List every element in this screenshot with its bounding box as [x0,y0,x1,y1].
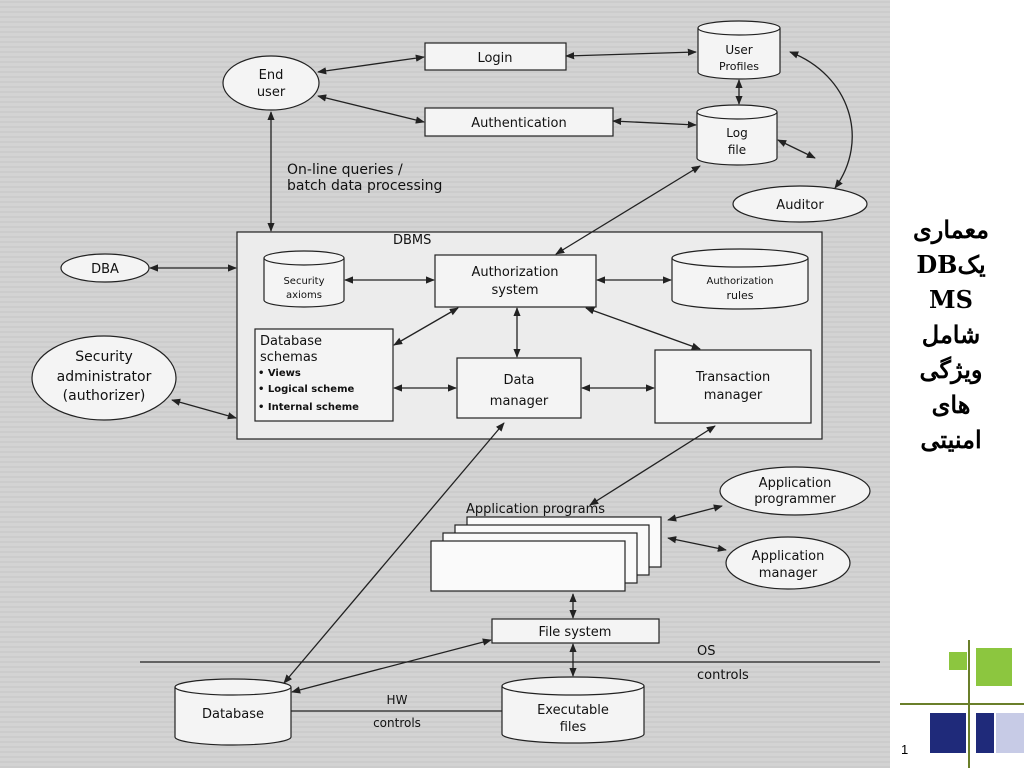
dbms-security-architecture-diagram: DBMS End user Login Authentication User … [31,20,880,746]
data-manager-line-2: manager [490,394,549,409]
security-axioms-line-1: Security [283,276,324,287]
os-label: OS [697,644,715,659]
application-programmer-node [719,466,871,516]
transaction-manager-line-1: Transaction [695,370,770,385]
schema-item-logical: • Logical scheme [258,384,354,395]
database-store [174,678,292,746]
page-number: 1 [901,742,909,757]
slide-title: معماری یکDB MS شامل ویژگی های امنیتی [892,212,1010,457]
authorization-system-line-1: Authorization [471,265,558,280]
end-user-node [222,55,320,111]
executable-files-line-1: Executable [537,703,609,718]
slide-title-line-3: MS [929,285,973,314]
slide-title-line-6: های [931,390,971,419]
decor-square-green-large [976,648,1012,686]
security-admin-line-1: Security [75,349,133,365]
database-label: Database [202,707,264,722]
executable-files-line-2: files [560,720,587,735]
auditor-label: Auditor [776,198,824,213]
slide-title-line-7: امنیتی [920,425,982,454]
application-manager-line-1: Application [752,549,825,564]
transaction-manager-line-2: manager [704,388,763,403]
hw-label: HW [387,693,408,707]
data-manager-line-1: Data [503,373,534,388]
file-system-label: File system [539,625,612,640]
dba-label: DBA [91,262,119,277]
decor-square-light [996,713,1024,753]
end-user-line-1: End [259,68,284,83]
log-file-line-2: file [728,143,746,157]
application-programs-label: Application programs [466,502,605,517]
schema-item-internal: • Internal scheme [258,402,359,413]
transaction-manager-box [654,349,812,424]
os-controls-label: controls [697,668,749,683]
authorization-system-box [434,254,597,308]
slide-title-line-2: یکDB [916,250,986,279]
dba-node [60,253,150,283]
queries-label-line-2: batch data processing [287,178,442,194]
user-profiles-line-1: User [725,43,752,57]
slide-title-line-1: معماری [913,215,989,244]
slide-title-line-4: شامل [921,320,981,349]
security-axioms-line-2: axioms [286,290,322,301]
decor-square-navy-left [930,713,966,753]
end-user-line-2: user [257,85,286,100]
slide-title-line-5: ویژگی [919,355,983,384]
file-system-box [491,618,660,644]
security-admin-line-2: administrator [57,369,152,385]
database-schemas-box [254,328,394,422]
decor-square-green-small [949,652,967,670]
security-administrator-node [31,335,177,421]
application-programmer-line-1: Application [759,476,832,491]
connector-arrows [149,48,853,694]
authorization-rules-store [671,248,809,310]
database-schemas-line-2: schemas [260,350,318,365]
decor-square-navy-right [976,713,994,753]
authentication-label: Authentication [471,116,566,131]
dbms-label: DBMS [393,233,431,248]
user-profiles-store [697,20,781,80]
user-profiles-line-2: Profiles [719,60,759,73]
authorization-rules-line-2: rules [726,289,753,302]
authorization-rules-line-1: Authorization [707,276,774,287]
schema-item-views: • Views [258,368,301,379]
decor-line-horizontal [900,703,1024,705]
log-file-line-1: Log [726,126,747,140]
authorization-system-line-2: system [492,283,539,298]
hw-controls-label: controls [373,716,421,730]
log-file-store [696,104,778,166]
application-manager-node [725,536,851,590]
application-manager-line-2: manager [759,566,818,581]
login-label: Login [477,51,512,66]
queries-label-line-1: On-line queries / [287,162,403,178]
data-manager-box [456,357,582,419]
security-axioms-store [263,250,345,308]
security-admin-line-3: (authorizer) [63,388,146,404]
database-schemas-line-1: Database [260,334,322,349]
application-programs-stack [430,516,662,592]
executable-files-store [501,676,645,744]
application-programmer-line-2: programmer [754,492,836,507]
